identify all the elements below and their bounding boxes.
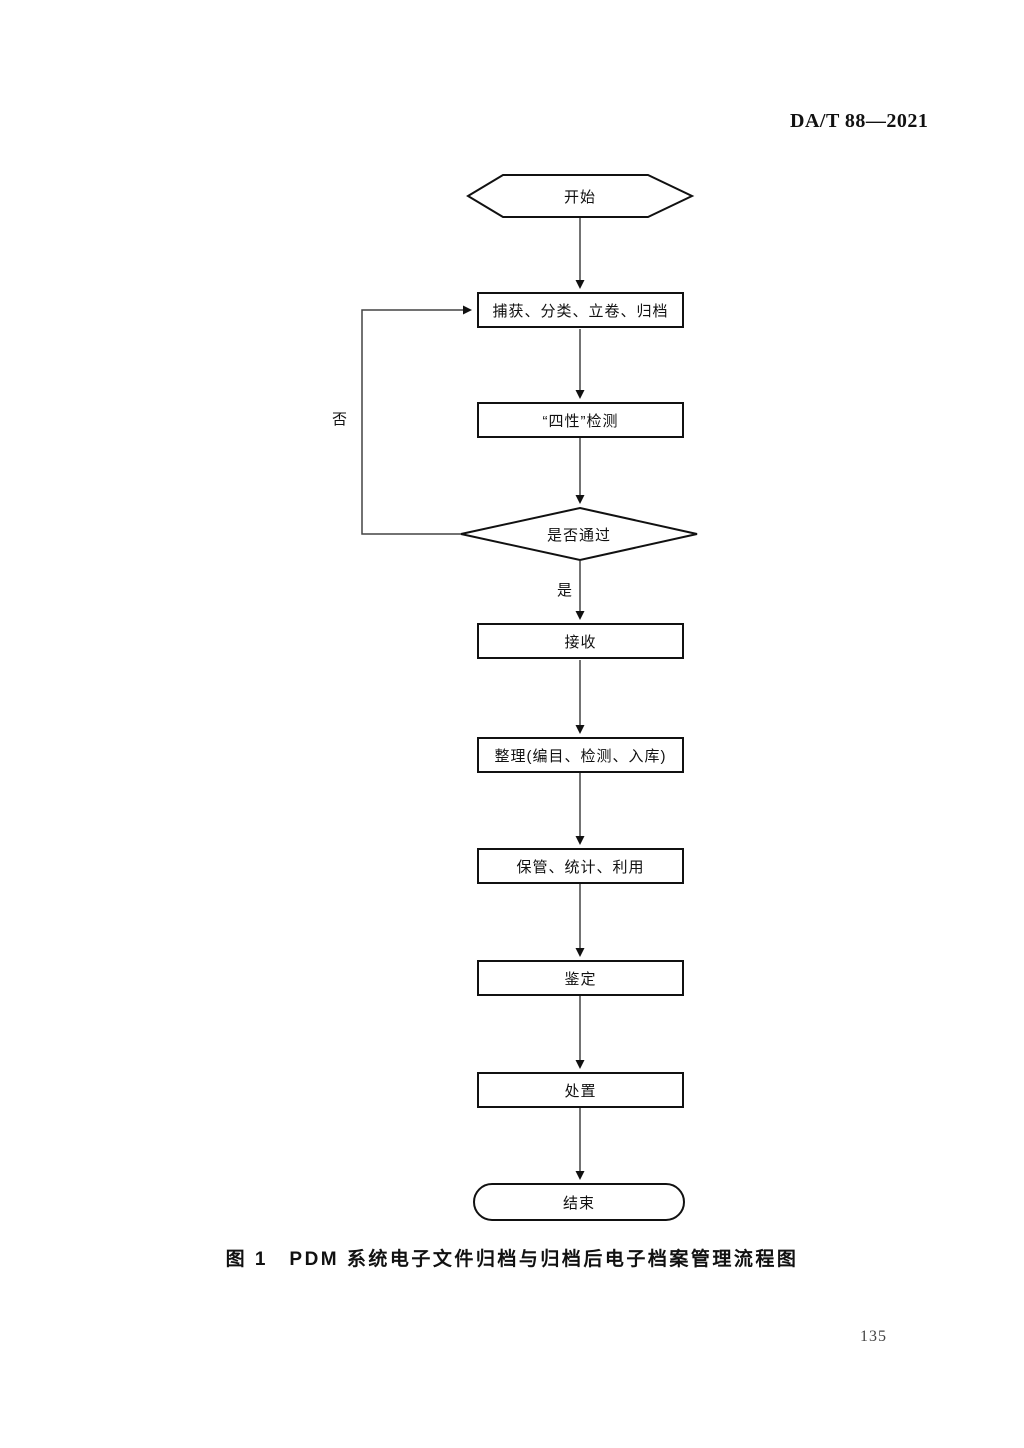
node-label: 是否通过 bbox=[546, 526, 611, 544]
page-number: 135 bbox=[860, 1328, 887, 1345]
node-label: 鉴定 bbox=[564, 970, 597, 988]
decision-diamond-shape bbox=[460, 506, 698, 562]
flowchart-node-organize: 整理(编目、检测、入库) bbox=[477, 737, 684, 773]
start-hexagon-shape bbox=[466, 174, 695, 218]
node-label: 保管、统计、利用 bbox=[516, 858, 645, 876]
node-label: “四性”检测 bbox=[542, 412, 619, 430]
edge-label-no: 否 bbox=[332, 411, 348, 428]
node-label: 处置 bbox=[564, 1082, 597, 1100]
figure-caption: 图 1 PDM 系统电子文件归档与归档后电子档案管理流程图 bbox=[225, 1249, 799, 1270]
node-label: 开始 bbox=[563, 188, 596, 206]
flowchart-node-start: 开始 bbox=[468, 175, 692, 217]
arrow-lines bbox=[361, 218, 585, 1180]
flowchart-node-dispose: 处置 bbox=[477, 1072, 684, 1108]
flowchart-node-check: “四性”检测 bbox=[477, 402, 684, 438]
flowchart-node-end: 结束 bbox=[473, 1183, 685, 1221]
flowchart-node-keep: 保管、统计、利用 bbox=[477, 848, 684, 884]
node-label: 结束 bbox=[562, 1194, 595, 1212]
flowchart-node-appraise: 鉴定 bbox=[477, 960, 684, 996]
no-loop-line bbox=[361, 305, 472, 535]
flowchart-node-decision: 是否通过 bbox=[461, 508, 697, 560]
node-label: 整理(编目、检测、入库) bbox=[494, 747, 667, 765]
edge-label-yes: 是 bbox=[557, 582, 573, 599]
flowchart-node-receive: 接收 bbox=[477, 623, 684, 659]
node-label: 捕获、分类、立卷、归档 bbox=[492, 302, 669, 320]
standard-number: DA/T 88—2021 bbox=[790, 110, 929, 132]
node-label: 接收 bbox=[564, 633, 597, 651]
flowchart-node-capture: 捕获、分类、立卷、归档 bbox=[477, 292, 684, 328]
